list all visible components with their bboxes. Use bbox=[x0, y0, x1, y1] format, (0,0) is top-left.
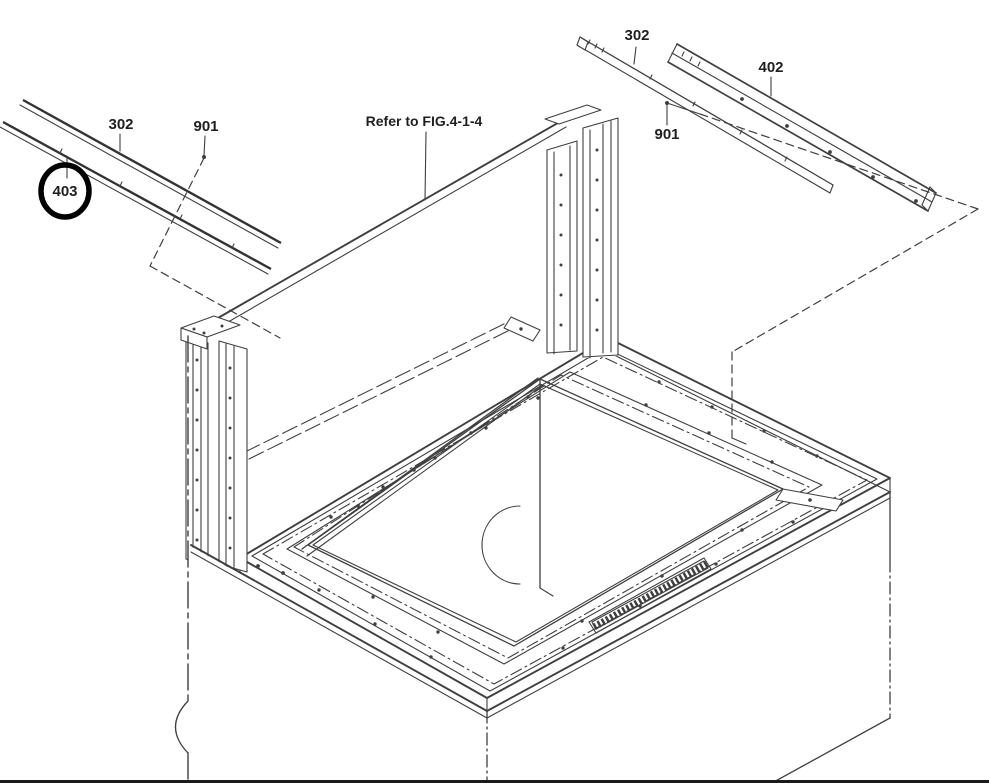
left-detached-rails bbox=[0, 98, 282, 339]
interior-hole-arc bbox=[481, 505, 521, 585]
left-edge-cutout-arc bbox=[175, 700, 189, 754]
machine-cabinet bbox=[175, 104, 891, 783]
interior-chamber bbox=[301, 377, 554, 597]
projection-line bbox=[149, 265, 281, 339]
callout-901-right: 901 bbox=[654, 126, 679, 143]
right-panel-bottom-edge bbox=[771, 717, 891, 783]
callout-302-left: 302 bbox=[108, 116, 133, 133]
rail-403 bbox=[2, 120, 272, 271]
left-panel-edge bbox=[175, 335, 189, 783]
back-panel bbox=[204, 120, 608, 558]
back-panel-top-edge bbox=[203, 119, 564, 327]
image-bottom-edge bbox=[0, 780, 989, 783]
front-left-panel bbox=[188, 544, 488, 783]
vent-slot bbox=[588, 557, 712, 634]
left-corner-posts bbox=[185, 335, 248, 573]
right-detached-rails bbox=[576, 36, 979, 445]
projection-line bbox=[699, 113, 979, 210]
callouts: 302 901 403 Refer to FIG.4-1-4 302 402 9… bbox=[38, 27, 784, 220]
projection-line bbox=[731, 208, 979, 353]
reference-note: Refer to FIG.4-1-4 bbox=[366, 113, 483, 129]
left-corner-bracket bbox=[180, 315, 241, 350]
callout-403: 403 bbox=[52, 183, 77, 200]
rail-302-left bbox=[22, 98, 282, 245]
rail-402 bbox=[667, 43, 937, 212]
frame-bolt-holes bbox=[256, 380, 819, 659]
callout-302-right: 302 bbox=[624, 27, 649, 44]
callout-402: 402 bbox=[758, 59, 783, 76]
callout-901-left: 901 bbox=[193, 118, 218, 135]
highlight-circle bbox=[38, 162, 92, 220]
projection-line bbox=[149, 157, 205, 267]
back-panel-stiffener bbox=[244, 316, 541, 460]
center-corner-posts bbox=[544, 104, 619, 359]
front-right-panel bbox=[486, 491, 891, 783]
rail-302-right bbox=[579, 36, 834, 186]
